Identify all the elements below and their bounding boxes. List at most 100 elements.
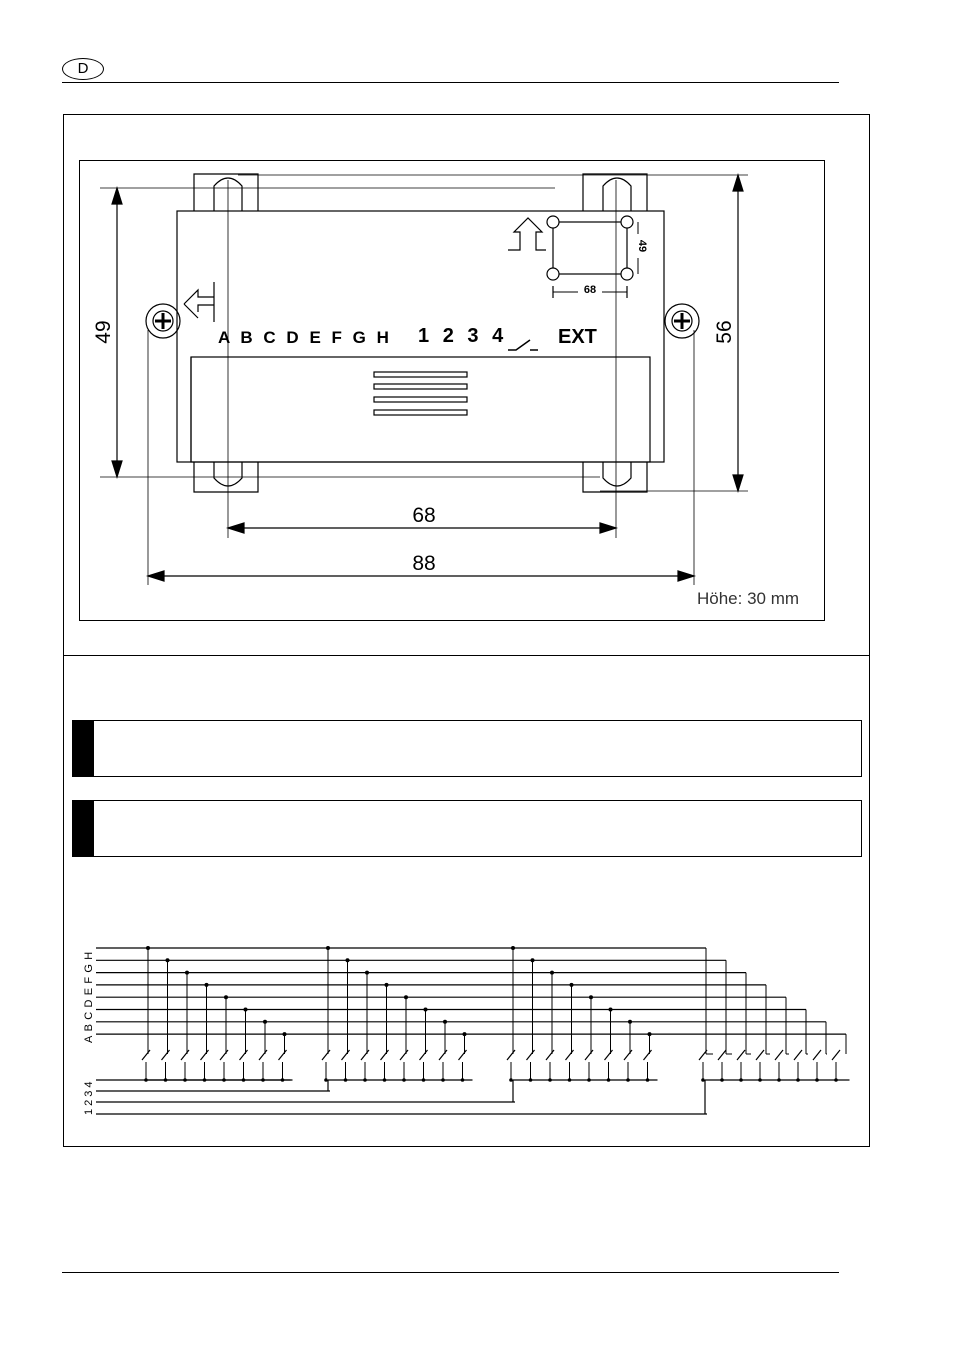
wiring-bus-junction [528, 1078, 533, 1082]
screw-right [664, 303, 700, 339]
wiring-junction [550, 970, 554, 975]
wiring-switch [717, 1049, 727, 1061]
wiring-bus-junction [241, 1078, 246, 1082]
wiring-junction [462, 1032, 467, 1037]
wiring-bus-junction [645, 1078, 650, 1082]
wiring-switch [321, 1049, 331, 1061]
terminal-label-f: F [331, 328, 345, 347]
wiring-bus-junction [202, 1078, 207, 1082]
terminal-label-a: A [218, 328, 233, 347]
wiring-switch [258, 1049, 268, 1061]
wiring-bus-junction [421, 1078, 426, 1082]
wiring-bus-junction [382, 1078, 387, 1082]
wiring-switch [545, 1049, 555, 1061]
wiring-switch [623, 1049, 633, 1061]
note-marker-1 [73, 721, 94, 776]
wiring-switch [458, 1049, 467, 1061]
wiring-junction [345, 958, 350, 963]
wiring-switch [526, 1049, 535, 1061]
wiring-bus-junction [626, 1078, 630, 1082]
screw-left [145, 303, 181, 339]
terminal-label-h: H [376, 328, 392, 347]
wiring-switch [341, 1049, 350, 1061]
dim-width-outer: 88 [412, 552, 436, 575]
terminal-label-3: 3 [467, 325, 483, 347]
wiring-switch [565, 1049, 574, 1061]
wiring-switch [239, 1049, 248, 1061]
wiring-switch [161, 1049, 170, 1061]
wiring-bus-junction [163, 1078, 168, 1082]
note-box-2 [72, 800, 862, 857]
dim-width-inner: 68 [412, 504, 436, 527]
wiring-switch [643, 1049, 652, 1061]
wiring-junction [530, 958, 535, 963]
wiring-junction [384, 982, 389, 987]
wiring-junction [569, 982, 574, 987]
wiring-bus-junction [183, 1078, 187, 1082]
wiring-bus-junction [567, 1078, 572, 1082]
mount-tab-top-right [582, 173, 648, 211]
terminal-label-b: B [240, 328, 256, 347]
wiring-switch [755, 1049, 765, 1061]
drill-template [552, 221, 628, 275]
wiring-bus-junction [144, 1078, 148, 1082]
wiring-bus-junction [758, 1078, 762, 1082]
wiring-bus-junction [441, 1078, 445, 1082]
wiring-junction [243, 1007, 248, 1012]
wiring-bus-junction [509, 1078, 513, 1082]
wiring-switch [360, 1049, 370, 1061]
wiring-switch [812, 1049, 822, 1061]
wiring-bus-junction [815, 1078, 819, 1082]
note-marker-2 [73, 801, 94, 856]
terminal-label-ext: EXT [558, 326, 597, 348]
wiring-switch [584, 1049, 594, 1061]
wiring-junction [628, 1019, 632, 1024]
direction-arrow-left [183, 282, 215, 322]
wiring-bus-junction [363, 1078, 367, 1082]
wiring-junction [326, 946, 330, 950]
wiring-junction [443, 1019, 447, 1024]
wiring-bus-junction [587, 1078, 591, 1082]
wiring-junction [647, 1032, 652, 1037]
wiring-switch [793, 1049, 803, 1061]
wiring-switch [774, 1049, 784, 1061]
wiring-bus-junction [796, 1078, 800, 1082]
terminal-label-1: 1 [418, 325, 434, 347]
wiring-junction [224, 995, 228, 1000]
mount-tab-top-left [193, 173, 259, 211]
wiring-switch [736, 1049, 746, 1061]
section-divider [63, 655, 870, 656]
wiring-junction [404, 995, 408, 1000]
wiring-switch [438, 1049, 448, 1061]
wiring-junction [511, 946, 515, 950]
wiring-bus-junction [720, 1078, 724, 1082]
wiring-switch [380, 1049, 389, 1061]
wiring-bus-junction [777, 1078, 781, 1082]
wiring-junction [263, 1019, 267, 1024]
terminal-label-e: E [309, 328, 324, 347]
wiring-bus-junction [701, 1078, 705, 1082]
footer-rule [62, 1272, 839, 1273]
wiring-bus-junction [261, 1078, 265, 1082]
wiring-switch [419, 1049, 428, 1061]
wiring-bus-junction [548, 1078, 552, 1082]
terminal-label-4: 4 [492, 325, 508, 347]
wiring-switch [604, 1049, 613, 1061]
wiring-junction [608, 1007, 613, 1012]
terminal-labels-abc: A B C D E F G H [218, 328, 392, 348]
note-box-1 [72, 720, 862, 777]
terminal-labels-1234: 1 2 3 4 [418, 325, 507, 348]
wiring-bus-junction [343, 1078, 348, 1082]
wiring-switch [200, 1049, 209, 1061]
wiring-switch [506, 1049, 516, 1061]
dimension-drawing-frame [79, 160, 825, 621]
wiring-junction [165, 958, 170, 963]
dim-template-width: 68 [578, 284, 602, 296]
terminal-label-2: 2 [442, 325, 458, 347]
wiring-switch [180, 1049, 190, 1061]
wiring-bus-junction [460, 1078, 465, 1082]
wiring-switch [219, 1049, 229, 1061]
wiring-bus-junction [739, 1078, 743, 1082]
wiring-bus-junction [606, 1078, 611, 1082]
wiring-switch [698, 1049, 708, 1061]
